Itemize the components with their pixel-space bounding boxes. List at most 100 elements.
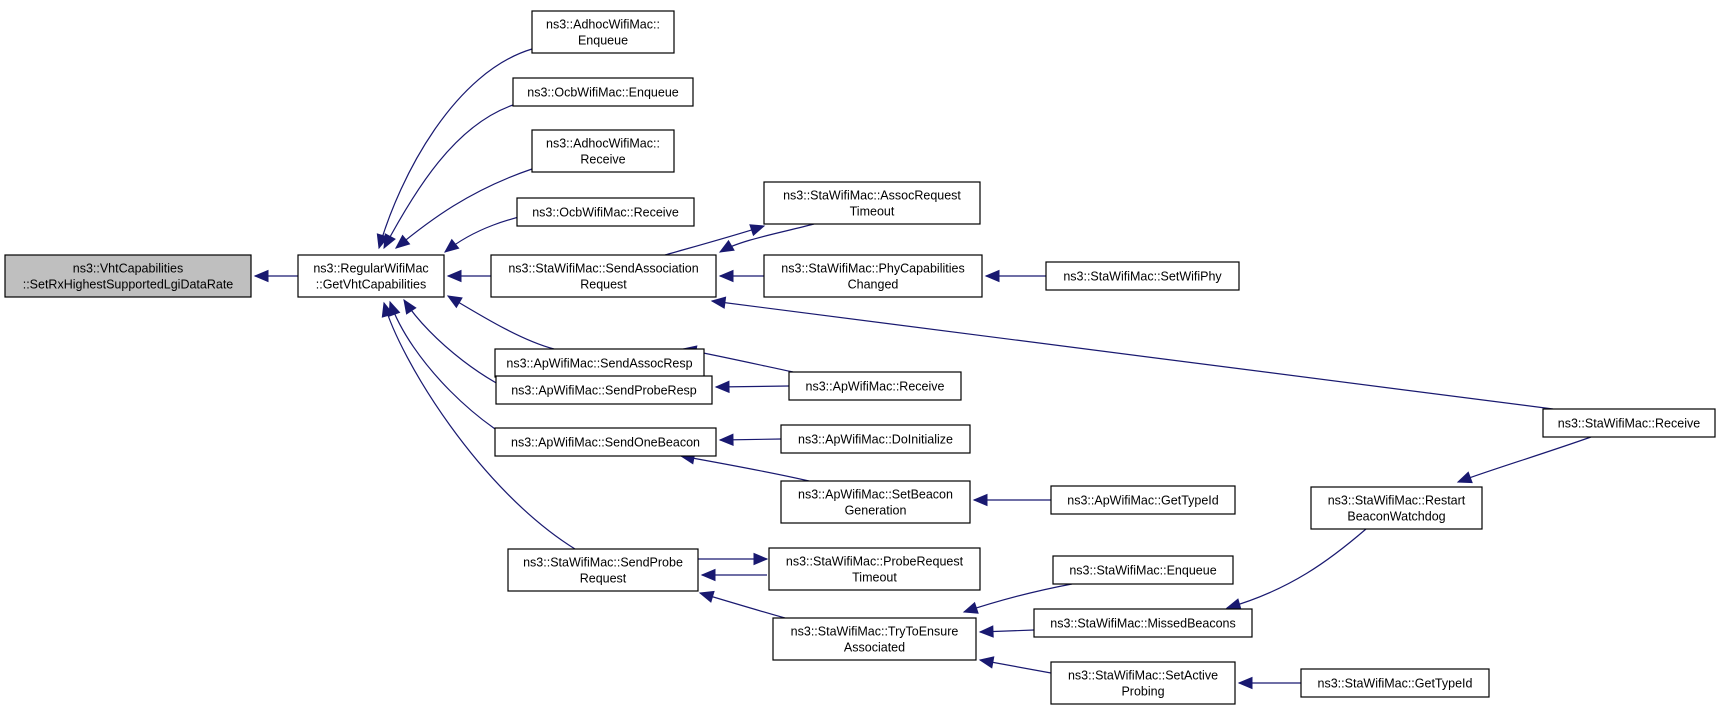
- edge-n4-to-n1: [395, 168, 533, 249]
- node-label: ns3::RegularWifiMac: [313, 262, 428, 276]
- arrowhead: [962, 601, 979, 614]
- edge-n6-to-n1: [446, 269, 491, 283]
- edge-n16-to-n9: [718, 433, 782, 447]
- arrowhead: [718, 433, 734, 447]
- node-box: [297, 254, 445, 298]
- node-label: ns3::StaWifiMac::SendProbe: [523, 556, 683, 570]
- node-label: ns3::StaWifiMac::PhyCapabilities: [781, 262, 964, 276]
- edge-n24-to-n22: [978, 656, 1052, 674]
- node-label: ns3::StaWifiMac::SetWifiPhy: [1063, 270, 1222, 284]
- graph-node[interactable]: ns3::StaWifiMac::Enqueue: [1052, 555, 1234, 585]
- node-label: Receive: [580, 153, 625, 167]
- arrowhead: [446, 295, 463, 309]
- graph-node[interactable]: ns3::ApWifiMac::SendAssocResp: [494, 348, 705, 378]
- node-label: ns3::StaWifiMac::Receive: [1558, 417, 1700, 431]
- node-label: ::GetVhtCapabilities: [316, 278, 426, 292]
- edge-n12-to-n6: [718, 269, 764, 283]
- graph-node[interactable]: ns3::ApWifiMac::SendOneBeacon: [494, 427, 717, 457]
- arrowhead: [972, 493, 988, 507]
- edge-line: [447, 295, 555, 350]
- edge-n25-to-n24: [1237, 676, 1301, 690]
- root-node: ns3::VhtCapabilities::SetRxHighestSuppor…: [4, 254, 252, 298]
- arrowhead: [718, 239, 735, 253]
- node-label: Generation: [845, 504, 907, 518]
- node-label: BeaconWatchdog: [1347, 510, 1445, 524]
- graph-node[interactable]: ns3::AdhocWifiMac::Receive: [531, 129, 675, 173]
- arrowhead: [383, 233, 396, 250]
- node-label: Enqueue: [578, 34, 628, 48]
- edge-n14-to-n6: [710, 296, 1554, 410]
- node-label: ns3::StaWifiMac::Restart: [1328, 494, 1466, 508]
- edge-n20-to-n10: [700, 568, 767, 582]
- node-label: Request: [580, 572, 627, 586]
- arrowhead: [253, 269, 269, 283]
- graph-node[interactable]: ns3::StaWifiMac::MissedBeacons: [1033, 608, 1253, 638]
- edge-n17-to-n9: [679, 452, 810, 482]
- edge-line: [378, 48, 533, 249]
- node-box: [4, 254, 252, 298]
- node-box: [507, 548, 699, 592]
- edge-n23-to-n19: [1225, 528, 1367, 611]
- node-label: ns3::ApWifiMac::GetTypeId: [1067, 494, 1218, 508]
- node-label: ns3::StaWifiMac::GetTypeId: [1318, 677, 1473, 691]
- edge-n13-to-n12: [984, 269, 1046, 283]
- graph-node[interactable]: ns3::StaWifiMac::SetWifiPhy: [1045, 261, 1240, 291]
- edges-layer: [253, 48, 1592, 690]
- graph-node[interactable]: ns3::OcbWifiMac::Receive: [516, 197, 695, 227]
- graph-node[interactable]: ns3::ApWifiMac::GetTypeId: [1050, 485, 1236, 515]
- graph-node[interactable]: ns3::OcbWifiMac::Enqueue: [512, 77, 694, 107]
- node-box: [531, 10, 675, 54]
- node-box: [516, 197, 695, 227]
- node-box: [494, 348, 705, 378]
- graph-node[interactable]: ns3::StaWifiMac::Receive: [1542, 408, 1716, 438]
- edge-n15-to-n8: [714, 380, 790, 394]
- graph-node[interactable]: ns3::AdhocWifiMac::Enqueue: [531, 10, 675, 54]
- node-label: ns3::ApWifiMac::DoInitialize: [798, 433, 953, 447]
- node-label: ns3::ApWifiMac::Receive: [806, 380, 945, 394]
- node-label: Timeout: [852, 571, 897, 585]
- arrowhead: [446, 269, 462, 283]
- arrowhead: [718, 269, 734, 283]
- arrowhead: [381, 301, 394, 318]
- arrowhead: [698, 590, 715, 603]
- node-label: ns3::ApWifiMac::SendProbeResp: [511, 384, 697, 398]
- node-box: [763, 181, 981, 225]
- graph-node[interactable]: ns3::ApWifiMac::DoInitialize: [780, 424, 971, 454]
- node-box: [763, 254, 983, 298]
- node-label: Associated: [844, 641, 905, 655]
- node-label: ns3::ApWifiMac::SendAssocResp: [506, 357, 692, 371]
- node-label: ns3::OcbWifiMac::Enqueue: [527, 86, 679, 100]
- edge-n23-to-n22: [978, 625, 1035, 638]
- graph-node[interactable]: ns3::StaWifiMac::GetTypeId: [1300, 668, 1490, 698]
- edge-line: [395, 168, 533, 249]
- node-box: [1033, 608, 1253, 638]
- node-label: Request: [580, 278, 627, 292]
- arrowhead: [1456, 471, 1473, 484]
- node-box: [1052, 555, 1234, 585]
- node-label: ns3::StaWifiMac::AssocRequest: [783, 189, 961, 203]
- graph-node[interactable]: ns3::RegularWifiMac::GetVhtCapabilities: [297, 254, 445, 298]
- nodes-layer: ns3::VhtCapabilities::SetRxHighestSuppor…: [4, 10, 1716, 705]
- edge-n18-to-n17: [972, 493, 1051, 507]
- node-label: Timeout: [850, 205, 895, 219]
- edge-line: [1226, 528, 1367, 609]
- graph-node[interactable]: ns3::ApWifiMac::SendProbeResp: [495, 375, 713, 405]
- arrowhead: [1225, 598, 1242, 611]
- edge-n6-to-n11: [664, 224, 766, 256]
- node-label: ns3::ApWifiMac::SendOneBeacon: [511, 436, 700, 450]
- edge-line: [1457, 436, 1592, 483]
- graph-node[interactable]: ns3::ApWifiMac::Receive: [788, 371, 962, 401]
- node-label: ns3::ApWifiMac::SetBeacon: [798, 488, 953, 502]
- node-label: ns3::StaWifiMac::ProbeRequest: [786, 555, 964, 569]
- node-label: ns3::StaWifiMac::TryToEnsure: [791, 625, 959, 639]
- edge-line: [680, 455, 810, 482]
